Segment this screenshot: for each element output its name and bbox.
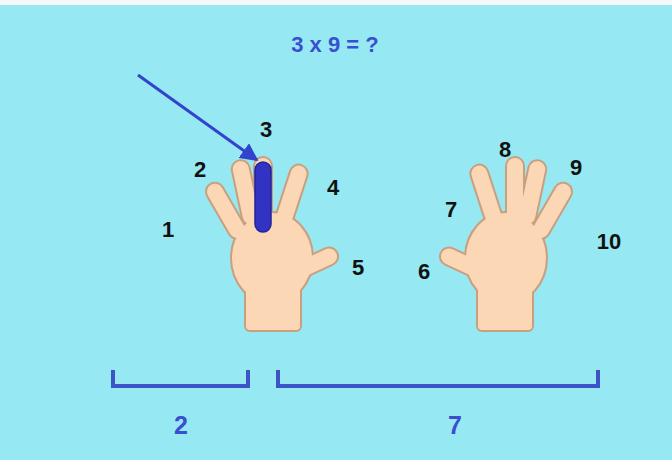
pointer-arrow [138, 75, 257, 160]
top-strip [0, 0, 672, 5]
right-bracket [278, 372, 598, 386]
finger-number: 9 [570, 157, 582, 179]
finger-number: 1 [162, 219, 174, 241]
right-hand [438, 158, 574, 330]
finger-number: 5 [352, 257, 364, 279]
finger-number: 4 [327, 177, 339, 199]
finger-number: 2 [194, 159, 206, 181]
count-number: 2 [174, 413, 188, 438]
finger-number: 10 [597, 231, 621, 253]
left-bracket [113, 372, 248, 386]
folded-finger [255, 162, 271, 232]
title: 3 x 9 = ? [291, 34, 378, 56]
finger-number: 3 [260, 119, 272, 141]
count-number: 7 [448, 413, 462, 438]
left-hand [204, 158, 340, 330]
finger-number: 7 [445, 199, 457, 221]
finger-number: 8 [499, 139, 511, 161]
finger-number: 6 [418, 261, 430, 283]
